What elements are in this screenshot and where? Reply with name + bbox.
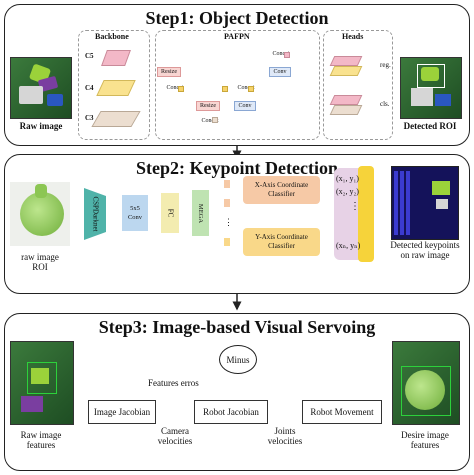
keypoint-2: (x₂, y₂) [336, 187, 359, 196]
image-jacobian-box: Image Jacobian [88, 400, 156, 424]
step1-title: Step1: Object Detection [145, 8, 329, 28]
concat-1: Concat [166, 85, 184, 91]
concat-3: Concat [237, 85, 255, 91]
head-fm-4 [329, 105, 363, 115]
resize-box-1: Resize [157, 67, 181, 77]
cspdarknet-label: CSPDarknet [91, 196, 99, 232]
minus-node: Minus [219, 345, 257, 374]
fm-node-3 [212, 117, 218, 123]
roi-photo [10, 182, 70, 246]
head-fm-1 [329, 56, 363, 66]
step2-title: Step2: Keypoint Detection [136, 158, 338, 178]
feature-token-1 [224, 180, 230, 188]
features-error-label: Features erros [148, 378, 199, 388]
kp-stripe-1 [394, 171, 398, 235]
heads-label: Heads [342, 32, 364, 41]
keypoint-dots: ⋮ [350, 201, 360, 212]
roi-caption-1: raw image [21, 252, 59, 262]
joints-velocities-label-1: Joints [274, 426, 296, 436]
desire-feature-bbox [401, 366, 451, 416]
c3-label: C3 [85, 114, 94, 122]
raw-image-features-caption-1: Raw image [20, 430, 62, 440]
y-axis-classifier: Y-Axis Coordinate Classifier [243, 228, 320, 256]
kp-stripe-3 [406, 171, 410, 235]
keypoint-n: (xₙ, yₙ) [336, 241, 361, 250]
camera-velocities-label-1: Camera [161, 426, 189, 436]
step3-title: Step3: Image-based Visual Servoing [98, 317, 376, 337]
raw-feature-object-1 [31, 368, 49, 384]
roi-caption-2: ROI [32, 262, 48, 272]
fc-label: FC [166, 208, 174, 218]
detected-keypoints-photo [391, 166, 459, 240]
fm-node-4 [248, 86, 254, 92]
robot-movement-box: Robot Movement [302, 400, 382, 424]
kp-object-1 [432, 181, 450, 195]
robot-jacobian-box: Robot Jacobian [194, 400, 268, 424]
mega-label: MEGA [197, 203, 205, 223]
desire-image-features-photo [392, 341, 460, 425]
keypoint-bar [358, 166, 374, 262]
heads-group: Heads [323, 30, 393, 140]
detected-roi-photo [400, 57, 462, 119]
keypoint-1: (x₁, y₁) [336, 174, 359, 183]
joints-velocities-label-2: velocities [267, 436, 303, 446]
raw-image-features-caption-2: features [26, 440, 56, 450]
c5-label: C5 [85, 52, 94, 60]
desire-image-features-caption-1: Desire image [401, 430, 449, 440]
raw-feature-object-2 [21, 396, 43, 412]
x-axis-classifier: X-Axis Coordinate Classifier [243, 176, 320, 204]
pafpn-group: PAFPN [155, 30, 320, 140]
feature-dots: ⋮ [224, 217, 233, 227]
concat-2: Concat [201, 118, 219, 124]
cls-label: cls. [380, 100, 390, 108]
detected-keypoints-caption-1: Detected keypoints [390, 240, 460, 250]
feature-token-3 [224, 238, 230, 246]
feature-stack: ⋮ [224, 180, 233, 246]
raw-image-caption: Raw image [19, 121, 63, 131]
concat-4: Concat [272, 51, 290, 57]
fm-node-2 [222, 86, 228, 92]
fm-node-5 [284, 52, 290, 58]
detected-roi-caption: Detected ROI [403, 121, 457, 131]
resize-box-2: Resize [196, 101, 220, 111]
backbone-group: Backbone [78, 30, 150, 140]
conv-box-2: Conv [269, 67, 291, 77]
desire-image-features-caption-2: features [410, 440, 440, 450]
fc-box: FC [161, 193, 179, 233]
reg-label: reg. [380, 61, 391, 69]
raw-feature-bbox [27, 362, 57, 394]
detected-keypoints-caption-2: on raw image [400, 250, 450, 260]
c4-label: C4 [85, 84, 94, 92]
kp-stripe-2 [400, 171, 404, 235]
conv5x5-box: 5x5 Conv [122, 195, 148, 231]
pafpn-label: PAFPN [224, 32, 250, 41]
conv-box-1: Conv [234, 101, 256, 111]
feature-token-2 [224, 199, 230, 207]
desire-feature-object [405, 370, 445, 410]
raw-image-features-photo [10, 341, 74, 425]
kp-object-2 [436, 199, 448, 209]
head-fm-2 [329, 66, 363, 76]
fm-node-1 [178, 86, 184, 92]
camera-velocities-label-2: velocities [157, 436, 193, 446]
mega-box: MEGA [192, 190, 209, 236]
head-fm-3 [329, 95, 363, 105]
raw-image-photo [10, 57, 72, 119]
backbone-label: Backbone [95, 32, 129, 41]
